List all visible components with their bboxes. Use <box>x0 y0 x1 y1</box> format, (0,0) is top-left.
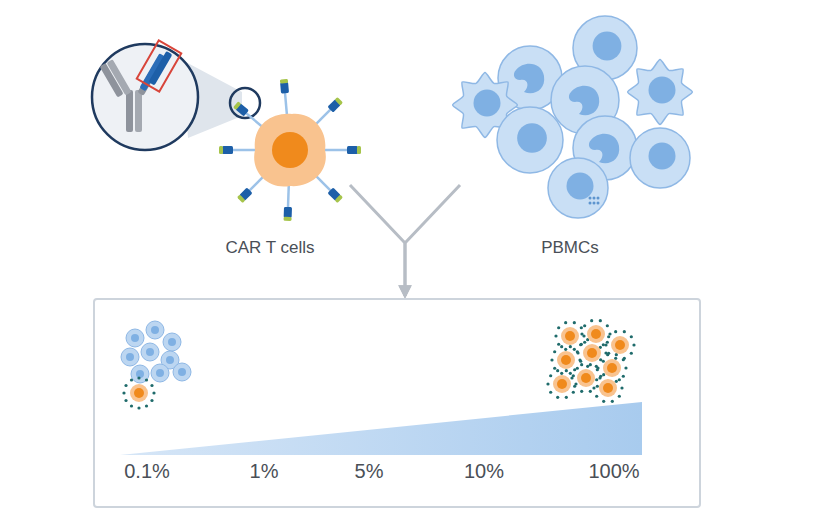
merge-arrow <box>350 185 405 296</box>
cell-group: PBMCs <box>460 15 680 260</box>
pbmc-cluster <box>453 16 693 218</box>
cell-label: CAR T cells <box>225 238 314 258</box>
callout-circle <box>92 44 198 150</box>
ratio-box: 0.1% 1% 5% 10% 100% <box>93 298 701 508</box>
merge-arrow <box>405 185 460 296</box>
percent-label: 0.1% <box>124 460 170 483</box>
percent-label: 5% <box>355 460 384 483</box>
high-ratio-cluster <box>546 319 635 403</box>
antibody-symbol <box>100 40 182 132</box>
cell-group: CAR T cells <box>190 90 350 260</box>
callout-ring <box>230 88 260 118</box>
cell-label: PBMCs <box>541 238 599 258</box>
percent-label: 1% <box>250 460 279 483</box>
low-ratio-cluster <box>121 321 191 410</box>
percent-label: 100% <box>588 460 639 483</box>
ratio-wedge <box>120 402 642 455</box>
car-t-cell <box>219 79 361 221</box>
percent-label: 10% <box>464 460 504 483</box>
